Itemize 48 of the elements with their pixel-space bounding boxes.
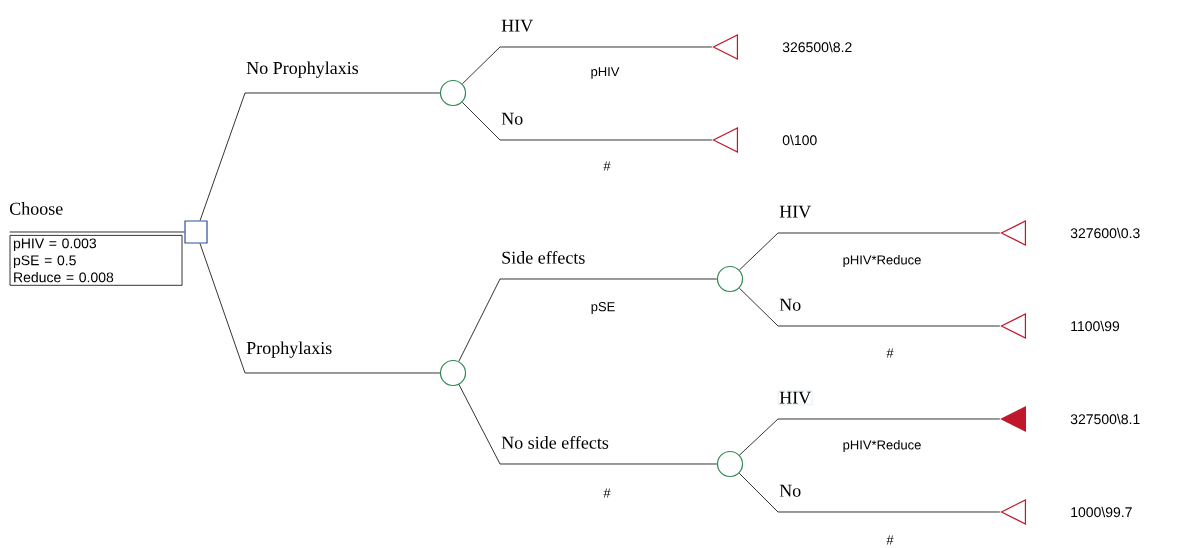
branch-line xyxy=(738,472,1001,513)
branch-label: Side effects xyxy=(500,249,587,265)
branch-line xyxy=(458,384,718,465)
payoff-value: 327600\0.3 xyxy=(1070,227,1140,239)
probability-label: pHIV*Reduce xyxy=(843,254,921,268)
connector-line xyxy=(9,231,185,233)
terminal-triangle xyxy=(1000,313,1026,339)
branch-line xyxy=(461,101,713,141)
branch-line xyxy=(738,287,1001,327)
branch-label: HIV xyxy=(778,390,813,405)
probability-label: # xyxy=(886,348,894,358)
probability-label: # xyxy=(603,488,611,498)
branch-label: No xyxy=(778,297,803,312)
probability-label: # xyxy=(603,161,611,171)
probability-label: pHIV xyxy=(591,67,620,79)
branch-label: HIV xyxy=(500,18,535,33)
branch-line xyxy=(199,243,441,374)
terminal-triangle xyxy=(712,127,739,153)
chance-circle xyxy=(716,265,744,293)
probability-label: pHIV*Reduce xyxy=(843,439,921,453)
probability-label: # xyxy=(886,535,894,545)
variable-box: pHIV = 0.003 pSE = 0.5 Reduce = 0.008 xyxy=(9,235,183,286)
chance-circle xyxy=(439,79,467,107)
payoff-value: 1100\99 xyxy=(1071,320,1120,332)
branch-line xyxy=(739,418,1001,456)
payoff-value: 0\100 xyxy=(782,134,817,146)
branch-line xyxy=(461,46,713,85)
decision-square xyxy=(184,220,208,244)
branch-label: No Prophylaxis xyxy=(245,60,360,79)
payoff-value: 327500\8.1 xyxy=(1070,413,1140,425)
branch-label: No xyxy=(500,111,525,126)
chance-circle xyxy=(716,450,744,478)
branch-label: No xyxy=(778,483,803,498)
chance-circle xyxy=(439,359,467,387)
terminal-triangle xyxy=(712,34,739,60)
branch-label: HIV xyxy=(778,204,813,219)
box-heading: Choose xyxy=(9,202,63,215)
branch-line xyxy=(739,232,1001,271)
terminal-triangle xyxy=(1000,499,1026,525)
branch-line xyxy=(199,92,441,221)
branch-line xyxy=(458,278,718,362)
terminal-triangle xyxy=(1000,220,1026,246)
payoff-value: 326500\8.2 xyxy=(782,41,852,53)
payoff-value: 1000\99.7 xyxy=(1071,506,1132,518)
branch-label: No side effects xyxy=(500,434,610,450)
terminal-triangle xyxy=(1000,406,1026,432)
branch-label: Prophylaxis xyxy=(245,340,334,359)
probability-label: pSE xyxy=(591,302,615,314)
